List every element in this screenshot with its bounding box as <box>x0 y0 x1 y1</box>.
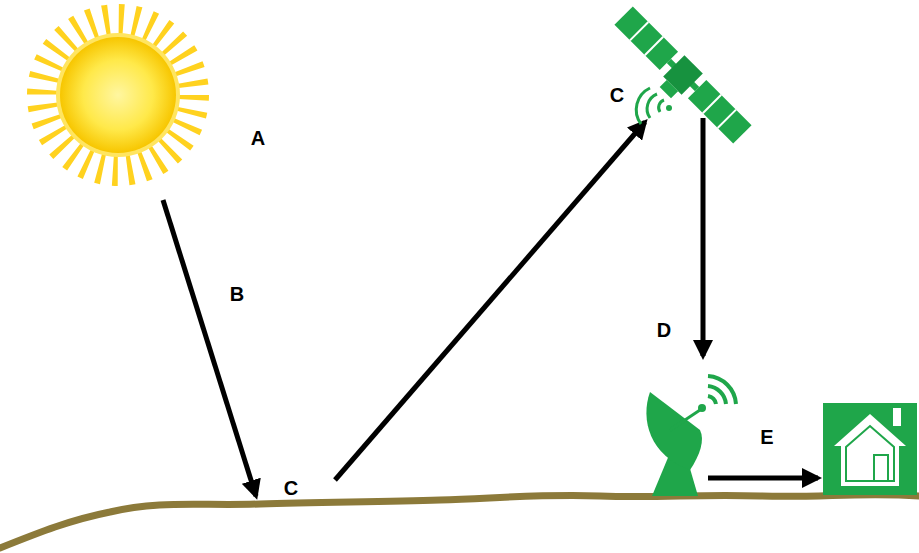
house-icon <box>823 403 917 495</box>
dish-icon <box>646 376 736 496</box>
signal-waves <box>636 88 672 124</box>
callout-letter: C <box>610 85 624 105</box>
sun-icon <box>42 19 194 171</box>
callout-letter: E <box>760 427 773 447</box>
satellite-icon <box>606 5 753 152</box>
callout-letter: D <box>657 320 671 340</box>
arrows <box>163 118 818 496</box>
callout-letter: A <box>251 128 265 148</box>
ground-line <box>0 495 919 548</box>
callout-letter: C <box>284 478 298 498</box>
callout-letter: B <box>230 284 244 304</box>
